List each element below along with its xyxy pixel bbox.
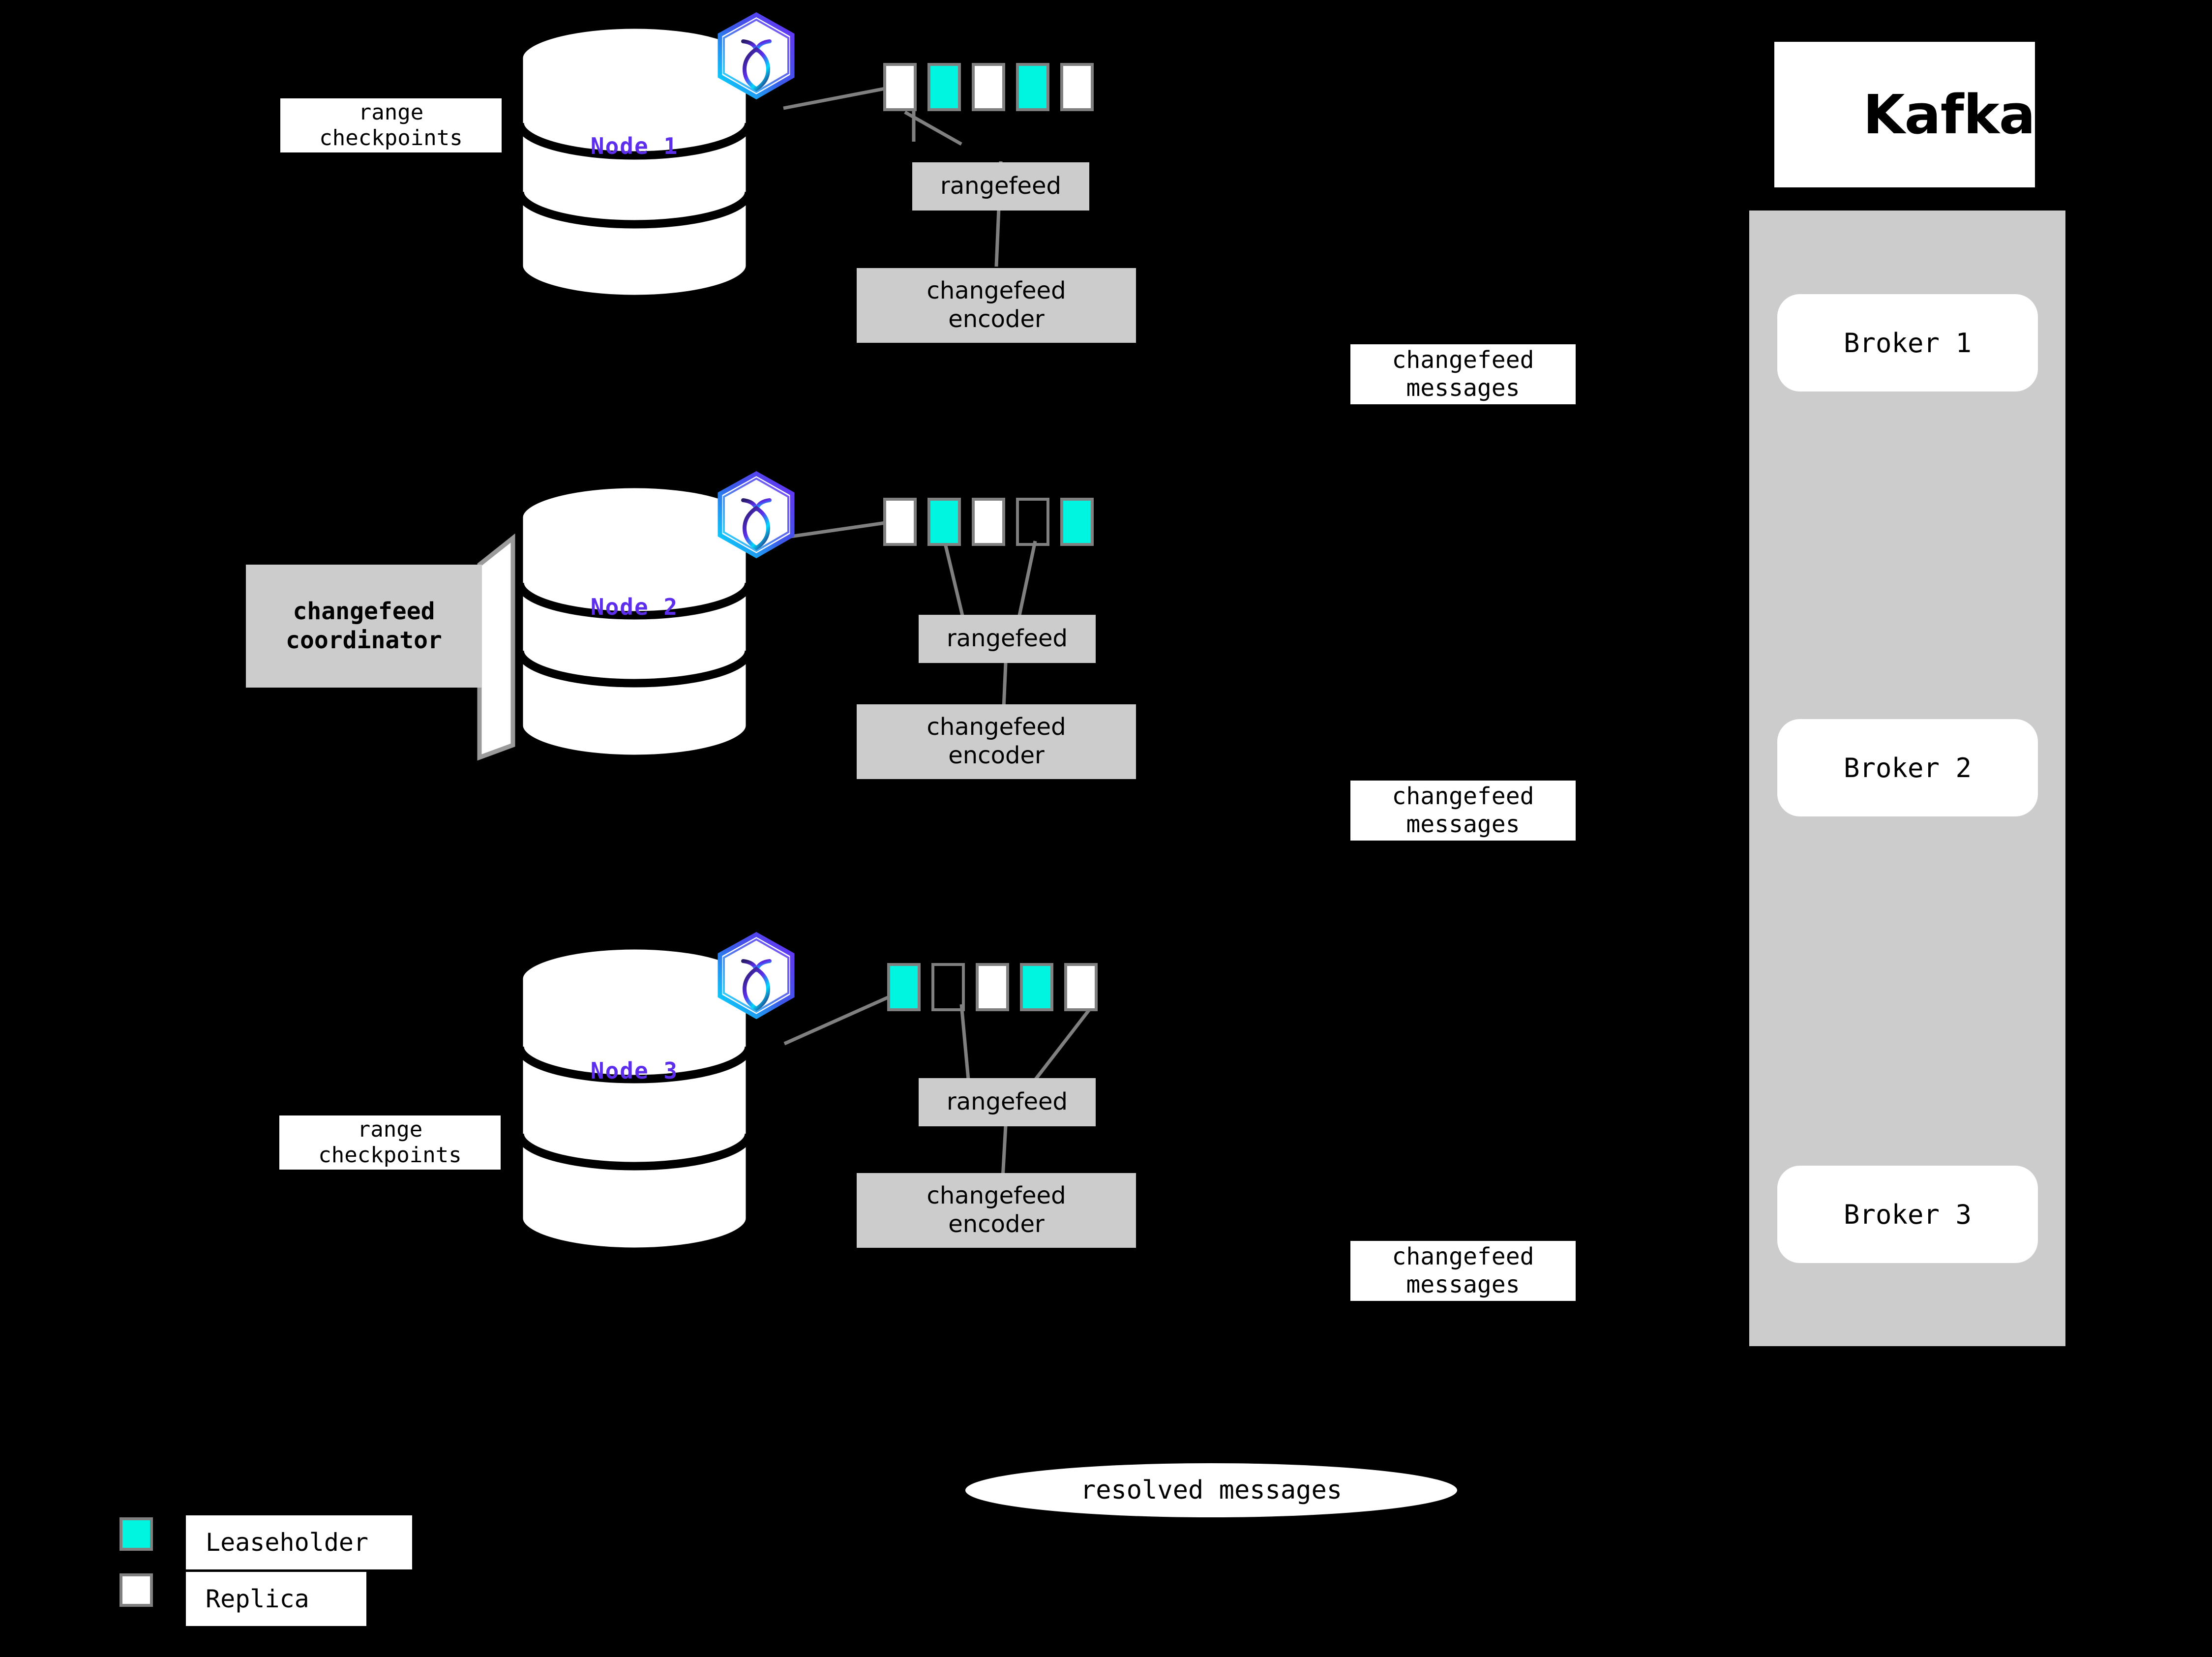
node1-range-row [883, 63, 1105, 111]
resolved-message-flow-arrow [338, 632, 1900, 1526]
cockroachdb-hexagon-icon [717, 471, 795, 559]
node3-cylinder [515, 943, 753, 1254]
broker-1[interactable]: Broker 1 [1777, 294, 2038, 392]
range-box-leaseholder[interactable] [927, 498, 961, 546]
kafka-logo-box: Kafka [1774, 42, 2035, 187]
node3-rangefeed-box[interactable]: rangefeed [919, 1078, 1096, 1126]
node1-label: Node 1 [590, 133, 679, 159]
node3-label: Node 3 [590, 1057, 679, 1084]
node1-rangefeed-box[interactable]: rangefeed [912, 162, 1089, 211]
range-box-leaseholder[interactable] [1020, 963, 1053, 1011]
range-box-replica[interactable] [972, 498, 1005, 546]
node2-range-row [883, 498, 1105, 546]
legend-swatch-leaseholder [120, 1517, 153, 1551]
range-box-replica[interactable] [976, 963, 1009, 1011]
node2-cylinder [515, 482, 753, 761]
range-box-empty[interactable] [1016, 498, 1049, 546]
kafka-wordmark: Kafka [1863, 83, 2035, 146]
cockroachdb-hexagon-icon [717, 12, 795, 100]
range-box-empty[interactable] [931, 963, 965, 1011]
range-box-leaseholder[interactable] [887, 963, 921, 1011]
resolved-messages-pill: resolved messages [965, 1463, 1457, 1517]
legend-label-replica: Replica [186, 1572, 366, 1626]
range-box-replica[interactable] [1064, 963, 1098, 1011]
node1-cylinder [515, 22, 753, 301]
node3-range-row [887, 963, 1108, 1011]
range-box-leaseholder[interactable] [1060, 498, 1094, 546]
range-box-leaseholder[interactable] [927, 63, 961, 111]
broker-2[interactable]: Broker 2 [1777, 719, 2038, 816]
changefeed-coordinator-3d-panel [477, 533, 515, 761]
range-box-replica[interactable] [1060, 63, 1094, 111]
broker-3[interactable]: Broker 3 [1777, 1166, 2038, 1263]
legend-swatch-replica [120, 1573, 153, 1607]
range-box-leaseholder[interactable] [1016, 63, 1049, 111]
range-box-replica[interactable] [883, 498, 917, 546]
range-box-replica[interactable] [972, 63, 1005, 111]
legend-label-leaseholder: Leaseholder [186, 1515, 412, 1569]
node2-rangefeed-box[interactable]: rangefeed [919, 615, 1096, 663]
cockroachdb-hexagon-icon [717, 932, 795, 1020]
node2-label: Node 2 [590, 594, 679, 620]
range-box-replica[interactable] [883, 63, 917, 111]
